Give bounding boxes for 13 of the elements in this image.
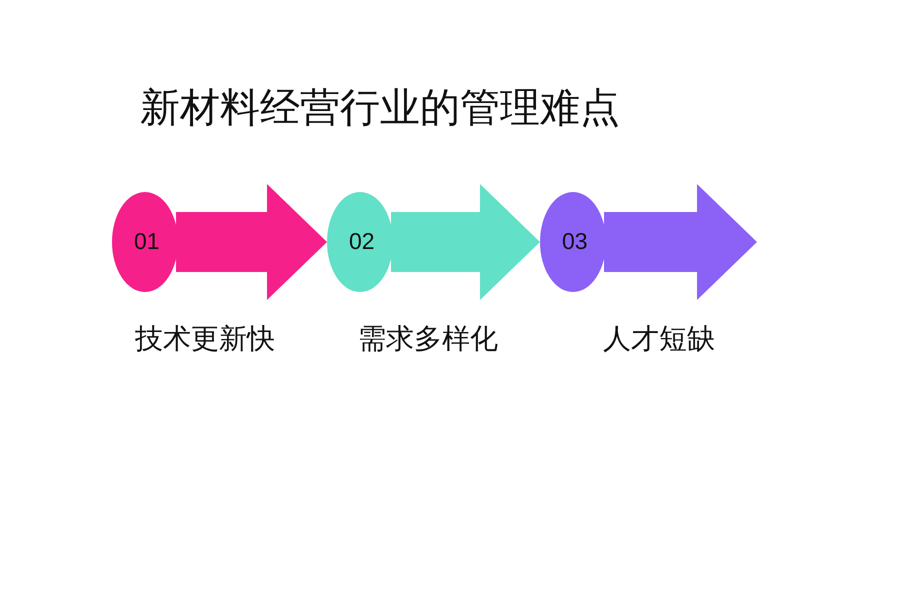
caption-text: 需求多样化: [358, 322, 498, 356]
oval-node: [112, 192, 178, 292]
step-number: 01: [134, 230, 160, 253]
step-number: 03: [562, 230, 588, 253]
oval-node: [540, 192, 606, 292]
caption-text: 人才短缺: [603, 322, 715, 356]
caption-text: 技术更新快: [135, 322, 275, 356]
block-arrow: [604, 184, 757, 300]
block-arrow: [176, 184, 327, 300]
step-number: 02: [349, 230, 375, 253]
block-arrow: [391, 184, 540, 300]
oval-node: [327, 192, 393, 292]
title: 新材料经营行业的管理难点: [140, 84, 621, 133]
